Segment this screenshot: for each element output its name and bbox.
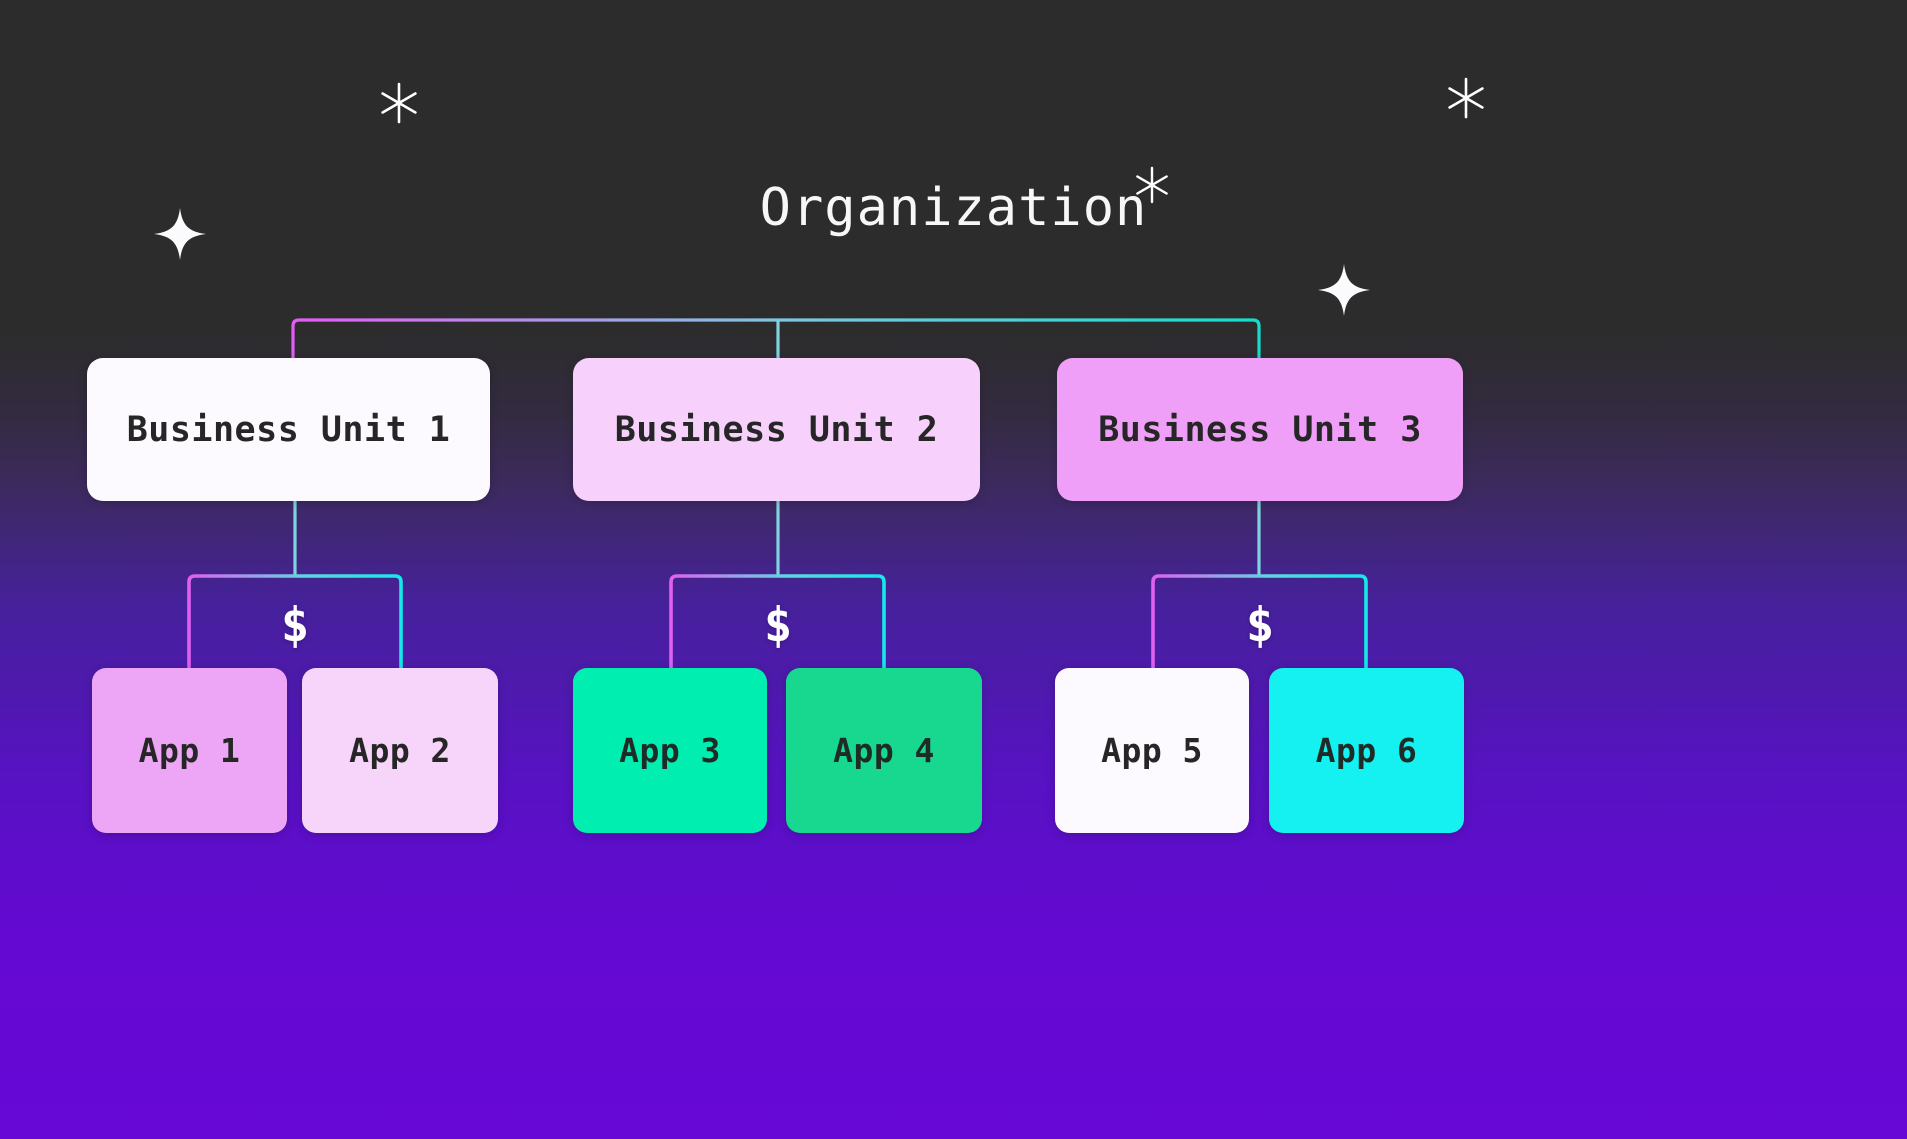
cost-marker-bu3: $: [1245, 598, 1275, 653]
business-unit-3-node[interactable]: Business Unit 3: [1057, 358, 1463, 501]
app-3-label: App 3: [619, 731, 721, 770]
app-2-node[interactable]: App 2: [302, 668, 498, 833]
business-unit-2-node[interactable]: Business Unit 2: [573, 358, 980, 501]
business-unit-1-node[interactable]: Business Unit 1: [87, 358, 490, 501]
cost-marker-bu1: $: [280, 598, 310, 653]
diagram-title: Organization: [759, 178, 1148, 238]
business-unit-1-label: Business Unit 1: [126, 409, 451, 450]
app-5-node[interactable]: App 5: [1055, 668, 1249, 833]
app-6-node[interactable]: App 6: [1269, 668, 1464, 833]
app-1-node[interactable]: App 1: [92, 668, 287, 833]
app-3-node[interactable]: App 3: [573, 668, 767, 833]
business-unit-2-label: Business Unit 2: [614, 409, 939, 450]
app-4-node[interactable]: App 4: [786, 668, 982, 833]
app-1-label: App 1: [138, 731, 241, 770]
app-4-label: App 4: [833, 731, 935, 770]
cost-marker-bu2: $: [763, 598, 793, 653]
app-6-label: App 6: [1315, 731, 1418, 770]
app-2-label: App 2: [349, 731, 451, 770]
business-unit-3-label: Business Unit 3: [1098, 409, 1422, 450]
app-5-label: App 5: [1101, 731, 1203, 770]
